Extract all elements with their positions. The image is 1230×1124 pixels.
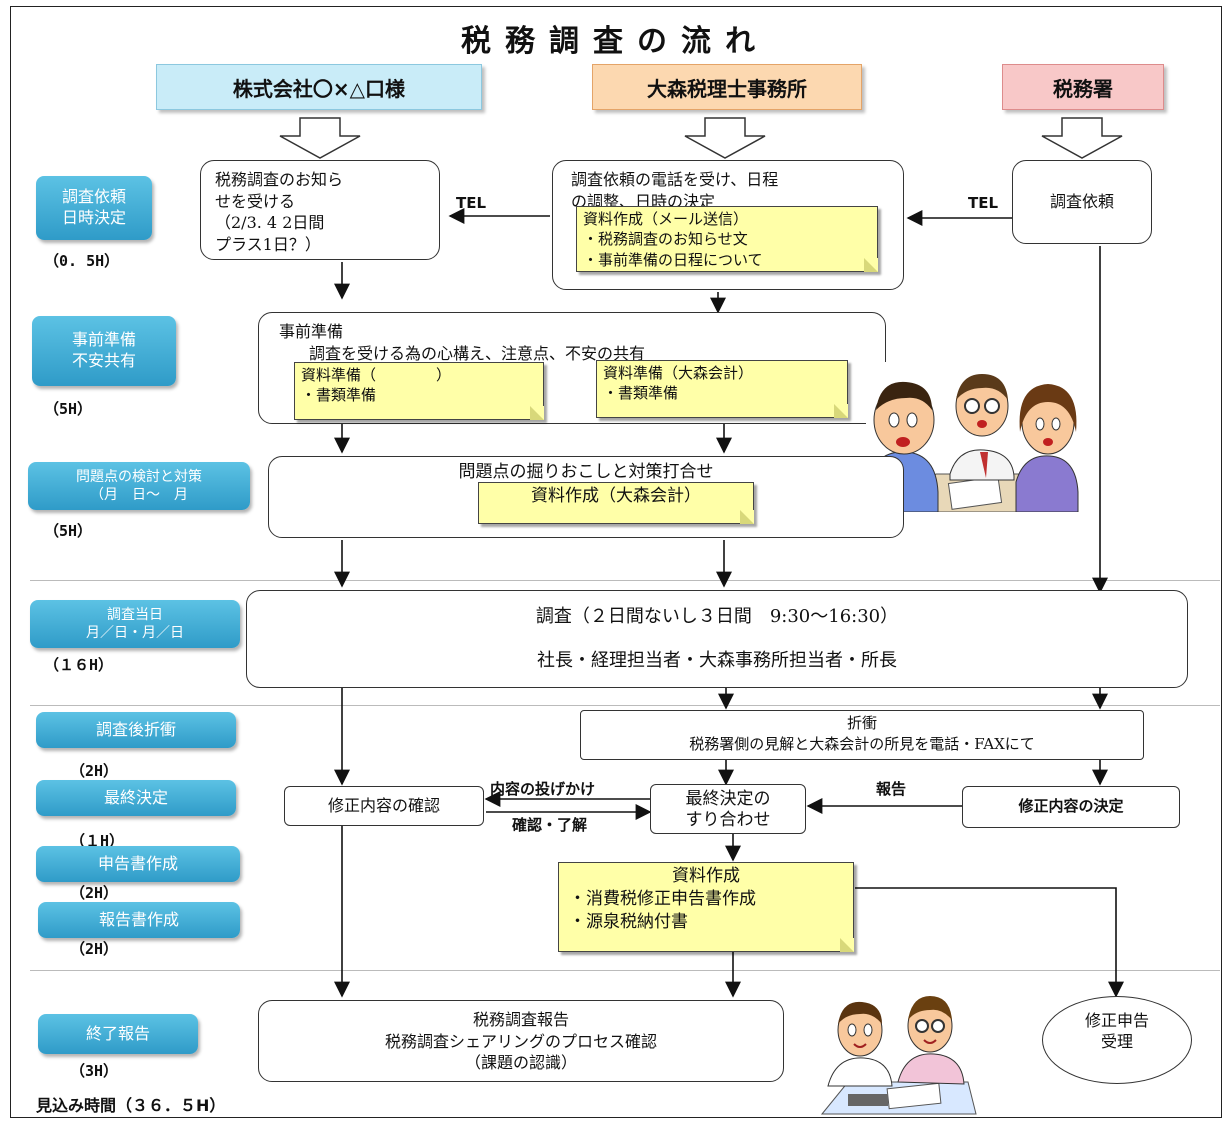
negotiation-title: 折衝 <box>846 714 877 732</box>
sidebar-label: 日時決定 <box>61 208 126 227</box>
box-line: （課題の認識） <box>464 1053 577 1073</box>
sidebar-hours: （2H） <box>70 940 119 958</box>
sidebar-label: （月 日〜 月 <box>90 487 188 503</box>
sidebar-step-report-doc: 報告書作成 <box>38 902 240 938</box>
sidebar-hours: （3H） <box>70 1062 119 1080</box>
note-line: ・事前準備の日程について <box>583 250 763 269</box>
box-line: 調査依頼の電話を受け、日程 <box>571 170 779 189</box>
doc-note: 資料作成 ・消費税修正申告書作成 ・源泉税納付書 <box>558 862 854 952</box>
decision-box: 修正内容の決定 <box>962 786 1180 828</box>
final-adjust-box: 最終決定の すり合わせ <box>650 784 806 834</box>
box-line: すり合わせ <box>685 810 771 831</box>
issues-note: 資料作成（大森会計） <box>478 482 754 524</box>
sidebar-step-prep: 事前準備 不安共有 <box>32 316 176 386</box>
box-line: 税務調査シェアリングのプロセス確認 <box>384 1031 657 1051</box>
sidebar-label: 終了報告 <box>85 1023 150 1043</box>
sidebar-step-issues: 問題点の検討と対策 （月 日〜 月 <box>28 462 250 510</box>
note-line: ・消費税修正申告書作成 <box>569 888 756 909</box>
sidebar-step-close: 終了報告 <box>38 1014 198 1054</box>
tel-label: TEL <box>456 194 487 212</box>
sidebar-label: 問題点の検討と対策 <box>76 468 202 485</box>
note-line: 資料準備（ ） <box>301 366 452 384</box>
prep-desc: 調査を受ける為の心構え、注意点、不安の共有 <box>309 343 646 363</box>
sidebar-hours: （5H） <box>44 400 93 418</box>
arrow-label-report: 報告 <box>876 780 907 798</box>
box-line: せを受ける <box>215 191 296 211</box>
sidebar-hours: （１６H） <box>44 656 114 674</box>
confirm-box: 修正内容の確認 <box>284 786 484 826</box>
box-line: 受理 <box>1100 1031 1133 1051</box>
divider <box>30 970 1220 971</box>
box-line: の調整、日時の決定 <box>571 191 716 211</box>
tax-request-box: 調査依頼 <box>1012 160 1152 244</box>
note-line: ・書類準備 <box>301 386 377 405</box>
sidebar-label: 事前準備 <box>71 330 136 350</box>
sidebar-label: 申告書作成 <box>97 853 178 873</box>
sidebar-hours: （0. 5H） <box>44 252 120 270</box>
box-line: 最終決定の <box>685 789 771 809</box>
divider <box>30 705 1220 706</box>
sidebar-step-final: 最終決定 <box>36 780 236 816</box>
office-note: 資料作成（メール送信） ・税務調査のお知らせ文 ・事前準備の日程について <box>576 206 878 272</box>
revision-accept-ellipse: 修正申告 受理 <box>1042 996 1192 1084</box>
doc-note-title: 資料作成 <box>672 866 740 886</box>
box-line: 税務調査のお知ら <box>215 170 344 189</box>
header-tax-office: 税務署 <box>1002 64 1164 110</box>
sidebar-step-negotiation: 調査後折衝 <box>36 712 236 748</box>
header-office: 大森税理士事務所 <box>592 64 862 110</box>
sidebar-label: 最終決定 <box>103 787 168 807</box>
sidebar-step-return: 申告書作成 <box>36 846 240 882</box>
diagram-frame <box>10 6 1222 1118</box>
note-line: ・税務調査のお知らせ文 <box>583 230 748 249</box>
sidebar-hours: （2H） <box>70 762 119 780</box>
arrow-label-ack: 確認・了解 <box>512 816 588 834</box>
sidebar-label: 不安共有 <box>71 351 136 370</box>
sidebar-label: 月／日・月／日 <box>86 625 184 641</box>
sidebar-label: 調査後折衝 <box>95 719 176 739</box>
sidebar-hours: （5H） <box>44 522 93 540</box>
header-client: 株式会社〇×△口様 <box>156 64 482 110</box>
sidebar-label: 報告書作成 <box>98 909 179 929</box>
audit-schedule: 調査（２日間ないし３日間 9:30〜16:30） <box>535 606 899 627</box>
note-line: 資料準備（大森会計） <box>603 364 754 382</box>
audit-attendees: 社長・経理担当者・大森事務所担当者・所長 <box>537 650 897 671</box>
negotiation-desc: 税務署側の見解と大森会計の所見を電話・FAXにて <box>689 735 1035 753</box>
audit-box: 調査（２日間ないし３日間 9:30〜16:30） 社長・経理担当者・大森事務所担… <box>246 590 1188 688</box>
diagram-title: 税務調査の流れ <box>461 24 769 59</box>
prep-note-office: 資料準備（大森会計） ・書類準備 <box>596 360 848 418</box>
divider <box>30 580 1220 581</box>
prep-note-client: 資料準備（ ） ・書類準備 <box>294 362 544 420</box>
final-report-box: 税務調査報告 税務調査シェアリングのプロセス確認 （課題の認識） <box>258 1000 784 1082</box>
sidebar-hours: （１H） <box>70 832 125 850</box>
negotiation-box: 折衝 税務署側の見解と大森会計の所見を電話・FAXにて <box>580 710 1144 760</box>
sidebar-label: 調査当日 <box>107 606 163 623</box>
tel-label: TEL <box>968 194 999 212</box>
sidebar-step-request: 調査依頼 日時決定 <box>36 176 152 240</box>
sidebar-hours: （2H） <box>70 884 119 902</box>
box-line: 修正申告 <box>1084 1011 1149 1030</box>
total-time: 見込み時間（３６．５H） <box>36 1096 226 1115</box>
note-line: 資料作成（メール送信） <box>583 210 749 228</box>
sidebar-step-audit-day: 調査当日 月／日・月／日 <box>30 600 240 648</box>
box-line: （2/3. 4 2日間 <box>215 213 325 233</box>
arrow-label-throw: 内容の投げかけ <box>490 780 596 798</box>
note-line: ・源泉税納付書 <box>569 911 688 932</box>
client-notice-box: 税務調査のお知ら せを受ける （2/3. 4 2日間 プラス1日？） <box>200 160 440 260</box>
box-line: 税務調査報告 <box>472 1010 569 1029</box>
sidebar-label: 調査依頼 <box>61 187 126 207</box>
prep-title: 事前準備 <box>279 322 344 341</box>
note-line: ・書類準備 <box>603 384 679 403</box>
box-line: プラス1日？） <box>215 234 321 254</box>
consultation-illustration <box>820 996 977 1115</box>
